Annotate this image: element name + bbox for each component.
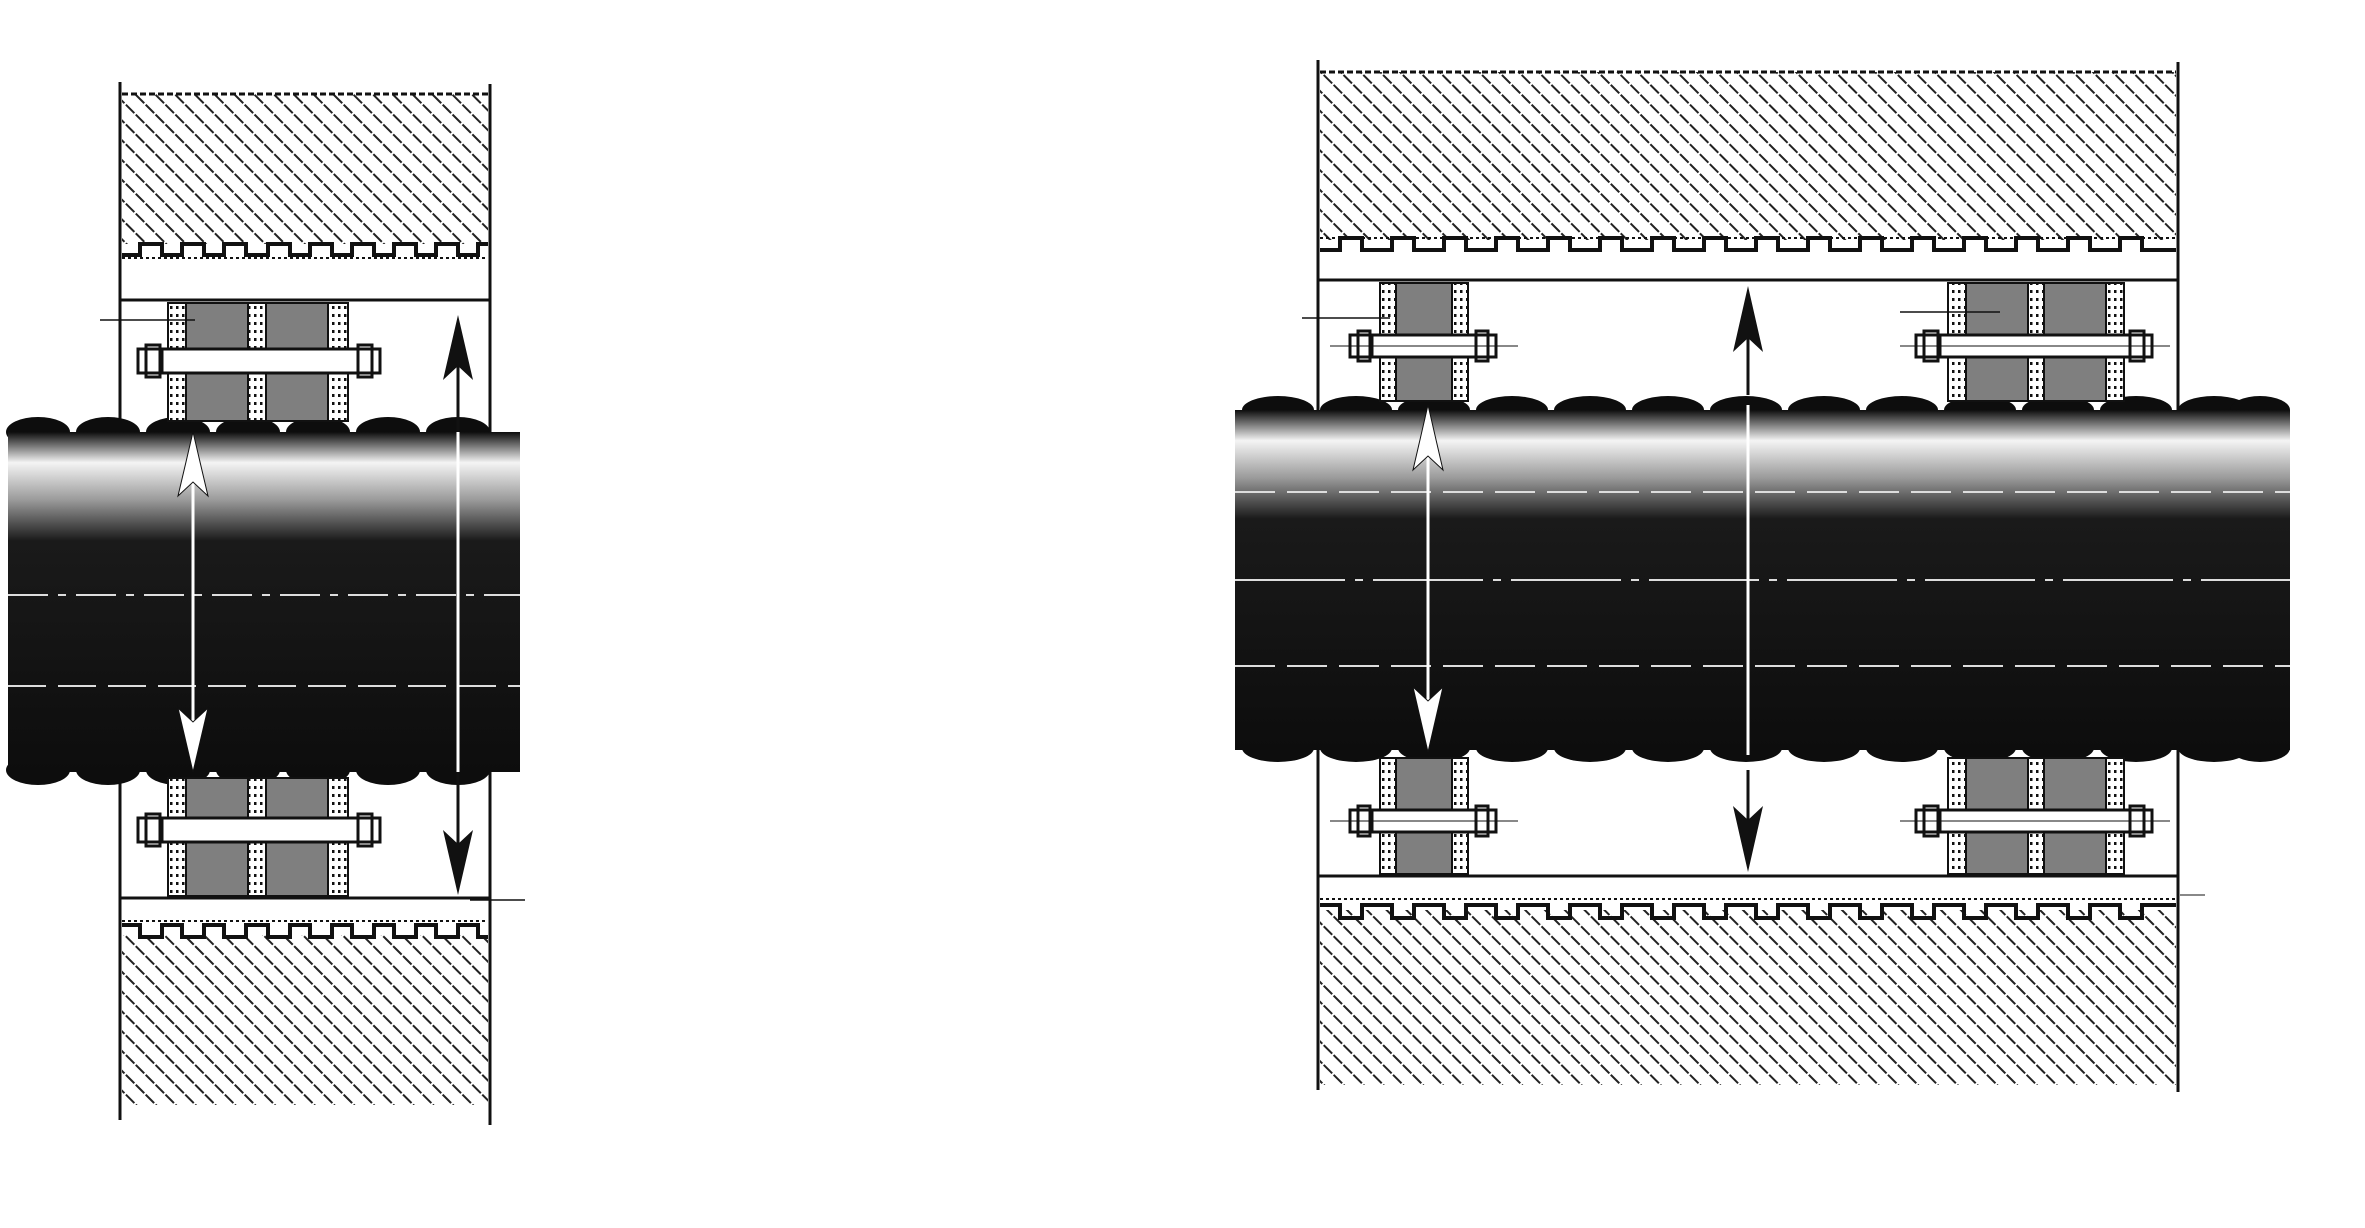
right-bottom-right-clamp: [1900, 757, 2170, 875]
left-bottom-wall-hatch: [122, 920, 488, 1105]
right-top-left-clamp: [1302, 282, 1518, 402]
right-corrugated-pipe: [1235, 396, 2290, 762]
right-bottom-left-clamp: [1330, 757, 1518, 875]
right-diagram: [1235, 60, 2290, 1092]
left-bottom-clamp: [136, 777, 382, 897]
left-top-clamp: [100, 302, 382, 422]
left-corrugated-pipe: [6, 417, 520, 785]
right-sleeve-diameter-arrow: [1733, 286, 1763, 872]
right-pipe-diameter-arrow: [1412, 404, 1444, 753]
right-top-right-clamp: [1900, 282, 2170, 402]
left-pipe-diameter-arrow: [177, 431, 209, 773]
left-diagram: [6, 82, 525, 1125]
right-top-wall-hatch: [1320, 70, 2176, 252]
right-bottom-wall-hatch: [1320, 898, 2176, 1085]
left-sleeve-diameter-arrow: [443, 315, 525, 901]
left-top-wall-hatch: [122, 92, 488, 259]
